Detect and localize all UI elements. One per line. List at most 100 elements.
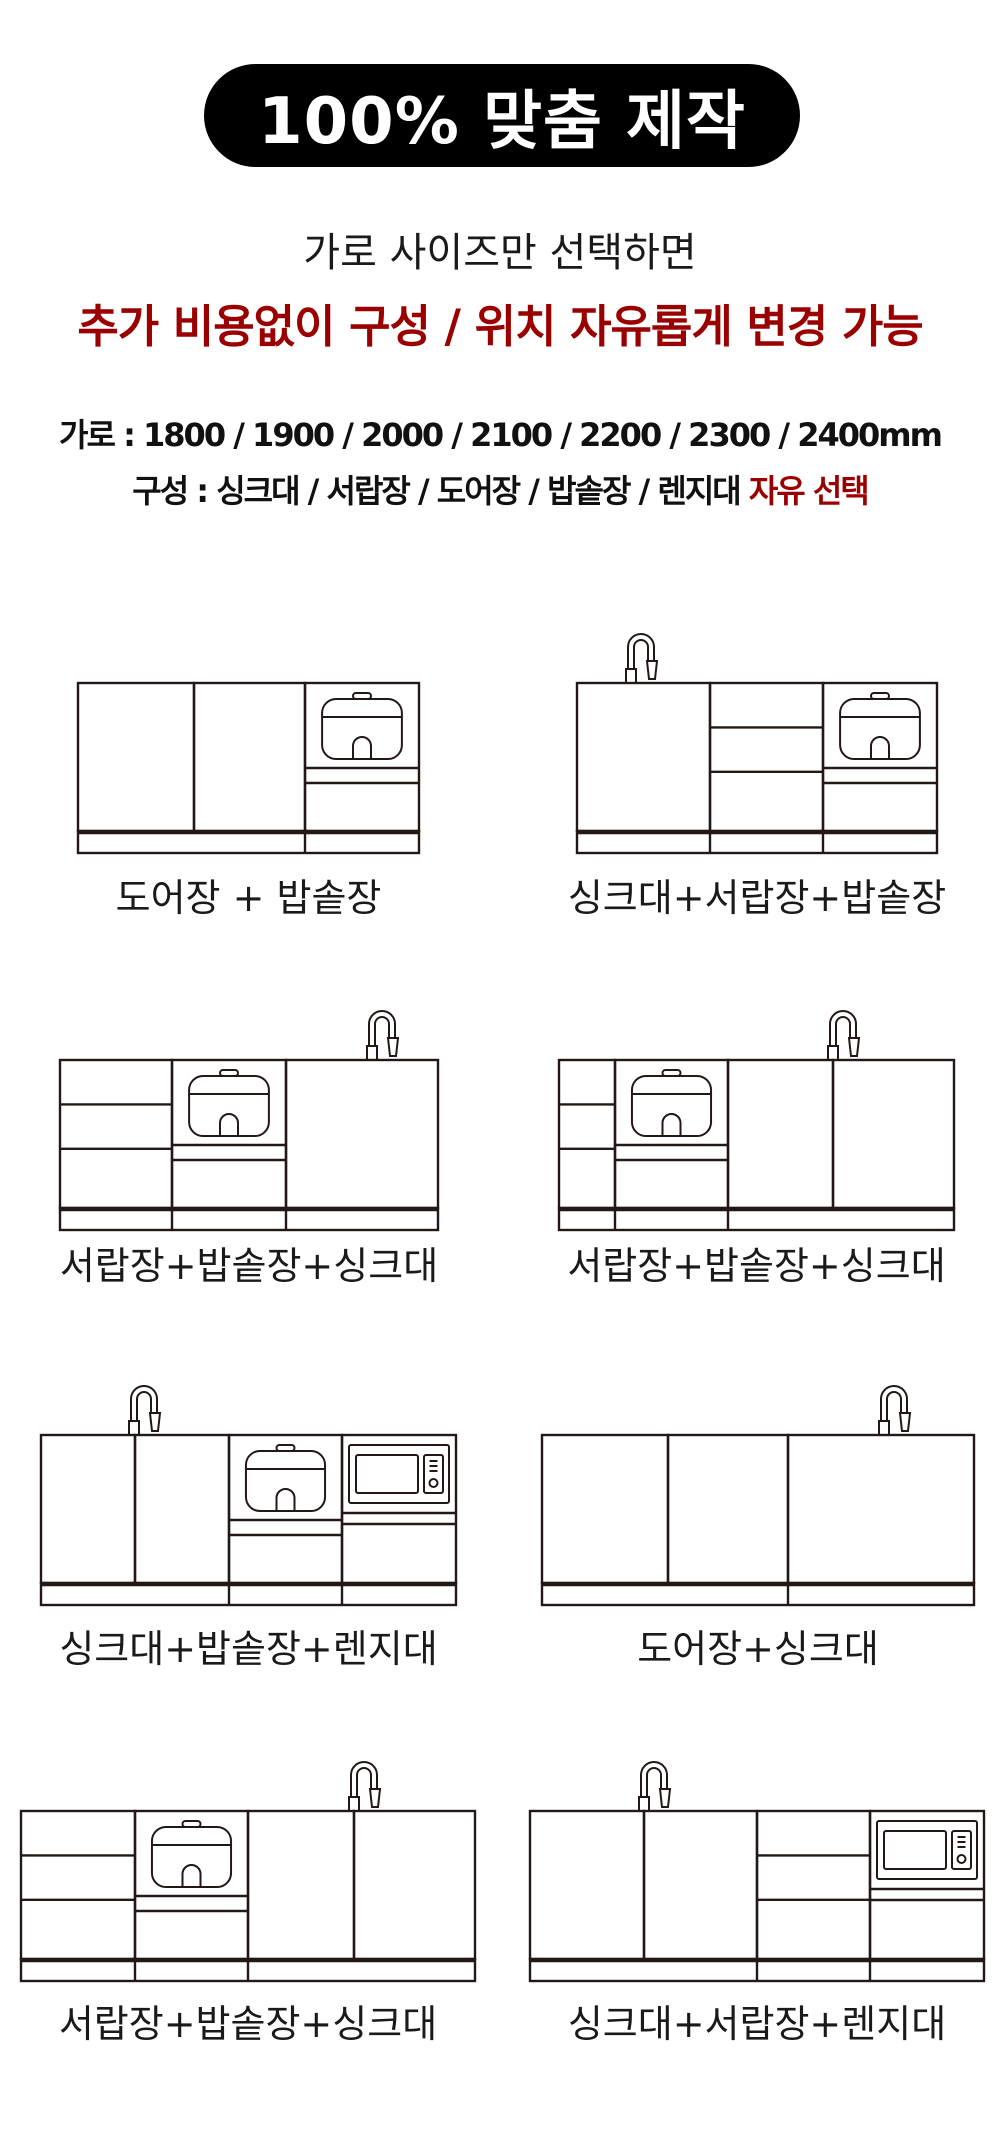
cabinet-door	[642, 1809, 759, 1961]
faucet-spout	[880, 1385, 908, 1421]
cabinet-drawer	[708, 681, 825, 833]
composition-values: 싱크대 / 서랍장 / 도어장 / 밥솥장 / 렌지대	[216, 472, 741, 510]
kitchen-layout-diagram	[528, 1761, 986, 1983]
cabinet-door	[192, 681, 307, 833]
diagram-group	[528, 1761, 986, 1983]
rice-cooker-handle	[870, 736, 890, 759]
layout-label: 싱크대+밥솥장+렌지대	[59, 1627, 438, 1671]
diagram-group	[39, 1385, 458, 1607]
faucet-icon	[878, 1385, 912, 1436]
rice-cooker-handle	[352, 736, 372, 759]
faucet-icon	[827, 1010, 861, 1061]
faucet-spout-inner	[374, 1016, 390, 1046]
cabinet-rice	[613, 1058, 730, 1210]
rice-cooker-knob	[181, 1820, 202, 1828]
cabinet-door	[284, 1058, 440, 1210]
cabinet-drawer	[58, 1058, 174, 1210]
cabinet-door	[666, 1433, 790, 1585]
plinth	[76, 829, 421, 855]
rice-cooker-handle	[661, 1113, 682, 1136]
faucet-base	[625, 668, 637, 684]
composition-options: 구성 : 싱크대 / 서랍장 / 도어장 / 밥솥장 / 렌지대 자유 선택	[0, 466, 1000, 512]
diagram-group	[19, 1761, 477, 1983]
layout-label: 서랍장+밥솥장+싱크대	[59, 1244, 439, 1288]
microwave-body	[348, 1444, 450, 1504]
faucet-base	[348, 1796, 360, 1812]
rice-cooker-icon	[150, 1820, 233, 1888]
cabinet-door	[831, 1058, 956, 1210]
kitchen-layout-diagram	[575, 633, 939, 855]
diagram-group	[557, 1010, 956, 1232]
cabinet-door	[76, 681, 196, 833]
cabinet-door	[246, 1809, 356, 1961]
rice-cooker-body	[188, 1075, 270, 1137]
rice-cooker-handle	[275, 1488, 296, 1511]
cabinet-door	[575, 681, 712, 833]
microwave-icon	[348, 1444, 450, 1504]
plinth	[557, 1206, 956, 1232]
diagram-group	[540, 1385, 976, 1607]
faucet-spout	[350, 1761, 378, 1797]
faucet-head	[148, 1412, 162, 1432]
rice-cooker-body	[839, 698, 921, 760]
faucet-spout	[130, 1385, 158, 1421]
diagram-group	[58, 1010, 440, 1232]
cabinet-door	[39, 1433, 137, 1585]
plinth	[575, 829, 939, 855]
plinth	[58, 1206, 440, 1232]
kitchen-layout-diagram	[540, 1385, 976, 1607]
rice-cooker-icon	[630, 1069, 713, 1137]
rice-cooker-body	[630, 1075, 713, 1137]
microwave-window	[883, 1830, 947, 1870]
cabinet-rice	[303, 681, 421, 833]
cabinet-rice	[170, 1058, 288, 1210]
faucet-spout-inner	[356, 1767, 372, 1797]
kitchen-layout-diagram	[557, 1010, 956, 1232]
rice-cooker-body	[244, 1450, 327, 1512]
highlight-line: 추가 비용없이 구성 / 위치 자유롭게 변경 가능	[77, 300, 923, 353]
faucet-spout	[368, 1010, 396, 1046]
faucet-head	[847, 1037, 861, 1057]
kitchen-layout-diagram	[58, 1010, 440, 1232]
faucet-base	[366, 1045, 378, 1061]
microwave-body	[876, 1820, 978, 1880]
microwave-dial	[956, 1854, 967, 1864]
plinth	[540, 1581, 976, 1607]
layout-label: 싱크대+서랍장+렌지대	[567, 2002, 947, 2046]
rice-cooker-body	[321, 698, 403, 760]
rice-cooker-icon	[321, 692, 403, 760]
faucet-spout-inner	[646, 1767, 662, 1797]
cabinet-door	[352, 1809, 477, 1961]
intro-line: 가로 사이즈만 선택하면	[303, 230, 697, 276]
faucet-icon	[366, 1010, 400, 1061]
rice-cooker-knob	[219, 1069, 239, 1077]
layout-label: 도어장+싱크대	[637, 1627, 879, 1671]
kitchen-layout-diagram	[39, 1385, 458, 1607]
faucet-spout-inner	[136, 1391, 152, 1421]
layout-label: 싱크대+서랍장+밥솥장	[567, 876, 947, 920]
cabinet-rice	[821, 681, 939, 833]
cabinet-door	[133, 1433, 231, 1585]
cabinet-drawer	[755, 1809, 872, 1961]
faucet-base	[878, 1420, 890, 1436]
rice-cooker-knob	[870, 692, 890, 700]
plinth	[39, 1581, 458, 1607]
faucet-head	[658, 1788, 672, 1808]
rice-cooker-knob	[275, 1444, 296, 1452]
faucet-head	[645, 660, 659, 680]
badge-text: 100% 맞춤 제작	[258, 84, 746, 159]
rice-cooker-knob	[352, 692, 372, 700]
rice-cooker-icon	[244, 1444, 327, 1512]
cabinet-drawer	[19, 1809, 137, 1961]
microwave-dial	[428, 1478, 439, 1488]
rice-cooker-handle	[219, 1113, 239, 1136]
faucet-base	[638, 1796, 650, 1812]
microwave-icon	[876, 1820, 978, 1880]
rice-cooker-handle	[181, 1864, 202, 1887]
microwave-panel	[423, 1454, 444, 1494]
composition-label: 구성 :	[132, 472, 209, 510]
faucet-spout	[640, 1761, 668, 1797]
cabinet-micro	[868, 1809, 986, 1961]
cabinet-rice	[227, 1433, 344, 1585]
faucet-head	[898, 1412, 912, 1432]
